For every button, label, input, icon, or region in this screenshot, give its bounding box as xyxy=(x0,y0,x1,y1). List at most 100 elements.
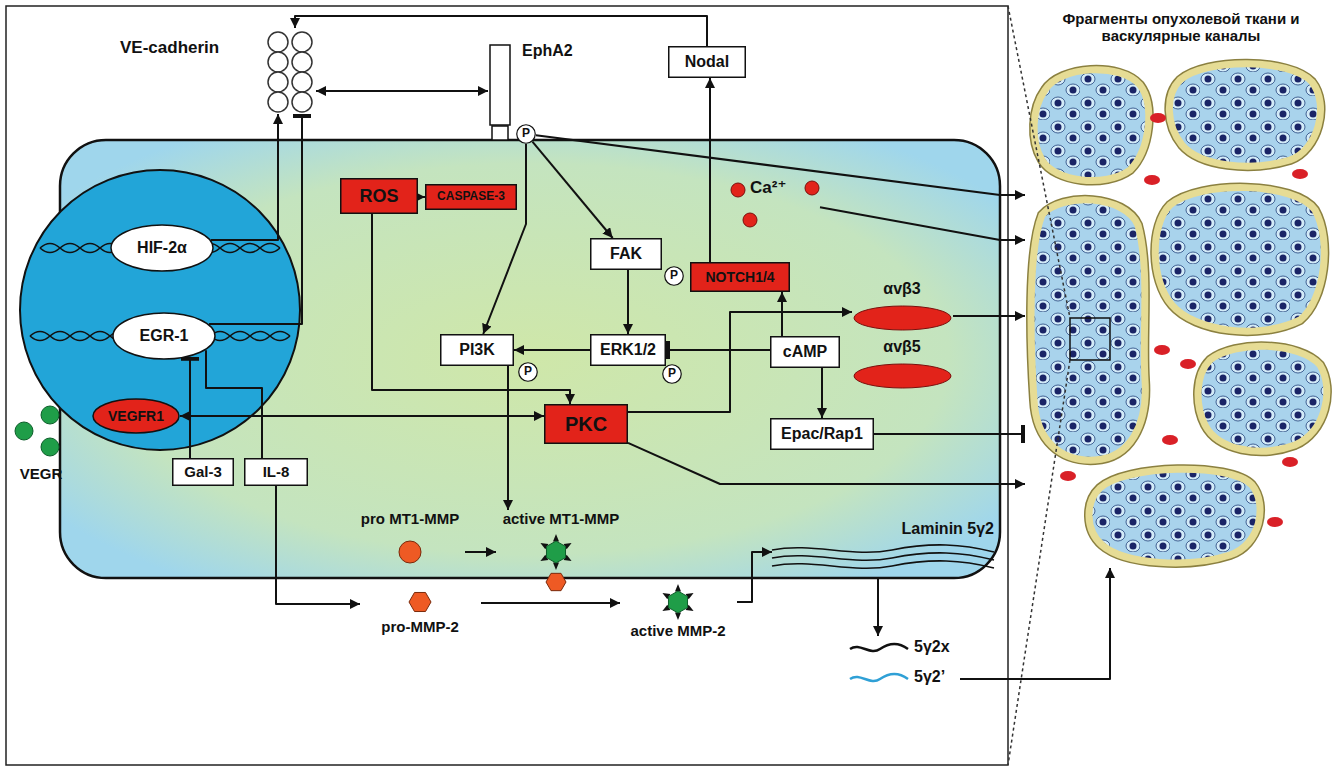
transcription-factor: HIF-2α xyxy=(110,224,214,272)
node-label: ERK1/2 xyxy=(600,341,656,359)
box-outline xyxy=(771,337,840,368)
oval-outline xyxy=(113,313,215,359)
red-blood-cell xyxy=(1144,175,1160,185)
node-label: αvβ5 xyxy=(852,338,952,356)
node-label: FAK xyxy=(610,245,642,263)
active-enzyme-hexagon xyxy=(668,591,687,613)
process-box: FAK xyxy=(590,238,662,270)
fragment-strand xyxy=(850,644,908,651)
connector xyxy=(514,349,590,351)
process-box: Gal-3 xyxy=(172,458,234,486)
process-box: cAMP xyxy=(770,336,840,368)
process-box: PI3K xyxy=(440,334,514,366)
node-label: cAMP xyxy=(783,343,827,361)
laminin-strand xyxy=(772,553,994,560)
ion-group-shape xyxy=(728,168,820,230)
node-label: pro MT1-MMP xyxy=(356,510,464,527)
active-site-spike xyxy=(553,563,559,570)
oval-outline xyxy=(111,225,213,271)
node-label: VEGR xyxy=(10,465,72,482)
laminin-chain: Laminin 5γ2 xyxy=(772,520,1000,578)
red-blood-cell xyxy=(1282,457,1298,467)
tissue-fragment xyxy=(1031,200,1145,460)
connector xyxy=(874,433,1025,435)
node-label: EphA2 xyxy=(522,42,578,60)
receptor-bar: EphA2 xyxy=(488,40,580,142)
box-outline xyxy=(173,459,234,486)
laminin-fragment: 5γ2x xyxy=(850,636,960,662)
protease-hexagon xyxy=(546,573,566,590)
cadherin-unit xyxy=(268,32,288,52)
connector xyxy=(877,578,879,636)
box-outline xyxy=(771,419,874,450)
node-label: EGR-1 xyxy=(140,327,189,345)
phospho-circle xyxy=(665,267,684,286)
node-label: VEGFR1 xyxy=(108,408,164,424)
connector xyxy=(209,114,302,324)
red-blood-cell xyxy=(1292,169,1308,179)
tissue-fragment-edge xyxy=(1198,346,1327,451)
connector xyxy=(211,114,278,240)
connector xyxy=(666,349,770,351)
connector xyxy=(481,602,620,604)
tumor-tissue xyxy=(1031,64,1327,563)
active-site-spike xyxy=(675,584,681,591)
cadherin-unit xyxy=(292,32,312,52)
connector xyxy=(189,357,191,458)
tissue-fragment xyxy=(1198,346,1327,451)
connector xyxy=(206,350,262,458)
node-label: P xyxy=(524,365,532,379)
signal-box: CASPASE-3 xyxy=(425,184,517,210)
node-label: 5γ2x xyxy=(914,638,958,656)
tissue-fragment-edge xyxy=(1089,469,1260,563)
connector xyxy=(316,90,488,92)
connector xyxy=(781,292,783,336)
connector xyxy=(507,366,509,510)
node-label: P xyxy=(670,269,678,283)
phospho-circle xyxy=(517,125,536,144)
red-blood-cell xyxy=(1162,435,1178,445)
calcium-ion xyxy=(731,183,745,197)
ligand-dot xyxy=(41,438,59,456)
connector xyxy=(483,144,526,334)
connector xyxy=(960,568,1110,679)
laminin-fragment: 5γ2’ xyxy=(850,666,960,692)
ion-group: Ca²⁺ xyxy=(728,168,820,230)
box-outline xyxy=(669,47,746,78)
active-protease-shape xyxy=(620,580,737,650)
red-blood-cell xyxy=(1150,113,1166,123)
zoom-guide xyxy=(1008,6,1070,318)
protease-hexagon: pro-MMP-2 xyxy=(360,588,481,648)
cadherin-unit xyxy=(268,52,288,72)
cadherin-unit xyxy=(268,72,288,92)
tissue-fragment xyxy=(1089,469,1260,563)
node-label: NOTCH1/4 xyxy=(705,269,774,285)
figure-frame xyxy=(6,6,1008,765)
phospho-site: P xyxy=(664,266,684,286)
node-label: Gal-3 xyxy=(184,463,222,480)
connector xyxy=(418,196,425,198)
active-enzyme-hexagon xyxy=(546,541,565,563)
node-label: P xyxy=(668,367,676,381)
node-label: Epac/Rap1 xyxy=(781,425,863,443)
tissue-fragment xyxy=(1034,70,1149,181)
box-outline xyxy=(245,459,308,486)
node-label: ROS xyxy=(359,186,398,207)
receptor-domain xyxy=(492,126,508,140)
phospho-site: P xyxy=(518,362,538,382)
tissue-fragment-edge xyxy=(1155,188,1324,332)
pro-enzyme xyxy=(399,541,421,563)
ligand-dot xyxy=(15,422,33,440)
fragment-strand xyxy=(850,674,908,681)
phospho-site: P xyxy=(516,124,536,144)
red-blood-cell xyxy=(1154,345,1170,355)
signal-box: NOTCH1/4 xyxy=(690,262,790,292)
cadherin-unit xyxy=(292,92,312,112)
laminin-strand xyxy=(772,561,994,568)
process-box: Epac/Rap1 xyxy=(770,418,874,450)
laminin-strand xyxy=(772,545,994,552)
red-blood-cell xyxy=(1267,517,1283,527)
signal-box: PKC xyxy=(544,404,628,444)
